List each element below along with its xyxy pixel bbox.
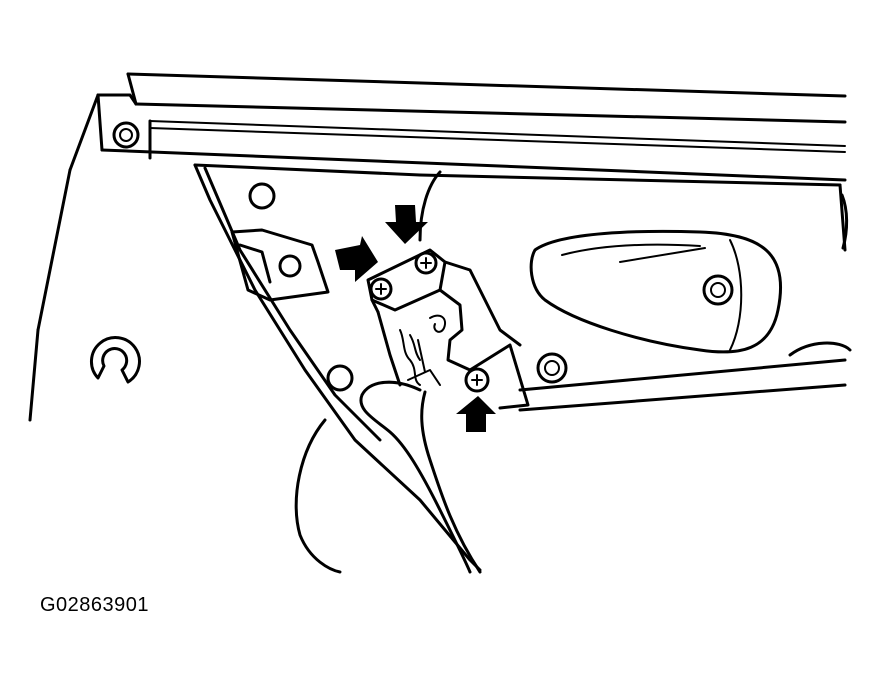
arrow-left-screw-icon <box>335 236 378 282</box>
upper-mount-hole <box>248 182 276 210</box>
lower-trim-rail <box>518 341 852 412</box>
arrow-bottom-screw-icon <box>456 396 496 432</box>
wiring-bundle <box>399 329 441 386</box>
arrows <box>335 205 496 432</box>
left-body-panel <box>28 93 100 422</box>
hinge-screw-left <box>369 277 393 301</box>
harness-cable <box>359 380 482 574</box>
top-frame-rail <box>96 72 847 182</box>
left-bracket <box>230 228 330 302</box>
wire-loop <box>418 170 849 250</box>
panel-clip <box>90 336 141 384</box>
lower-mount-hole <box>326 364 354 392</box>
hinge-screw-lower <box>464 367 490 393</box>
lower-panel-edge <box>294 418 342 574</box>
inner-door-panel <box>193 163 847 572</box>
right-bolt <box>536 352 568 384</box>
arrow-top-screw-icon <box>385 205 428 244</box>
hinge-screw-right <box>414 251 438 275</box>
handle-screw <box>702 274 734 306</box>
rail-bolt <box>112 121 140 149</box>
handle-recess <box>529 229 783 354</box>
figure-code: G02863901 <box>40 594 150 616</box>
hinge-plate <box>366 248 530 410</box>
